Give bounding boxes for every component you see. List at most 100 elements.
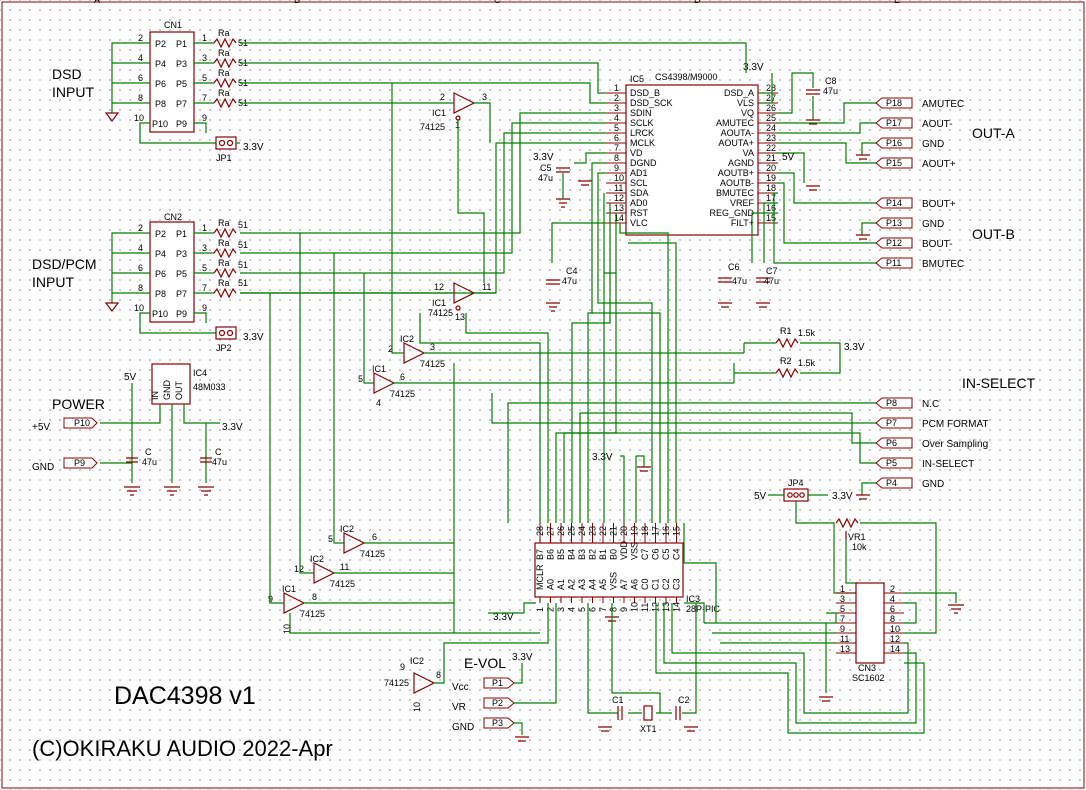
ic5-pin-number: 21 bbox=[766, 153, 776, 163]
ground-symbol bbox=[856, 154, 870, 160]
port-p16-name: GND bbox=[922, 139, 944, 150]
cn2-pin-label: P9 bbox=[176, 309, 187, 319]
cn1-pin-number: 8 bbox=[138, 93, 143, 103]
cn2-pin-label: P7 bbox=[176, 289, 187, 299]
ic3-pin-number: 14 bbox=[672, 602, 682, 612]
power-label: POWER bbox=[52, 396, 105, 412]
ic5-pin-number: 10 bbox=[614, 173, 624, 183]
vr1-ref: VR1 bbox=[848, 532, 866, 542]
r1-value: 1.5k bbox=[798, 328, 816, 338]
ic5-pin-number: 23 bbox=[766, 133, 776, 143]
ic3-pin-name: B2 bbox=[588, 549, 598, 560]
net-5v: 5V bbox=[782, 152, 795, 163]
ic3-pin-name: B6 bbox=[546, 549, 556, 560]
cn3-pin-number: 7 bbox=[840, 614, 845, 624]
vr1-potentiometer bbox=[835, 517, 859, 529]
cn3-pin-number: 2 bbox=[890, 584, 895, 594]
ground-symbol bbox=[806, 185, 820, 191]
cn2-pin-label: P1 bbox=[176, 229, 187, 239]
ic3-pin-name: A5 bbox=[598, 579, 608, 590]
ic3-pin-name: C7 bbox=[640, 548, 650, 560]
port-p4-label: P4 bbox=[886, 478, 897, 488]
ic-pin-number: 5 bbox=[328, 534, 333, 544]
r2-ref: R2 bbox=[780, 356, 792, 366]
port-p6-shape bbox=[875, 437, 913, 449]
port-p8-name: N.C bbox=[922, 399, 939, 410]
cn2-p9-wire bbox=[139, 312, 220, 334]
cn2-ref: CN2 bbox=[164, 212, 182, 222]
col-mark-a: A bbox=[94, 0, 100, 5]
ground-symbol bbox=[104, 302, 120, 312]
ground-symbol bbox=[556, 198, 570, 208]
ic3-pin-number: 26 bbox=[556, 526, 566, 536]
ic3-pins: 28B7MCLR127B6A0226B5A1325B4A2424B3A3523B… bbox=[535, 523, 682, 612]
ic3-pin-number: 11 bbox=[640, 603, 650, 612]
ground-symbol bbox=[718, 302, 732, 308]
ic-pin-number: 12 bbox=[294, 564, 304, 574]
ic3-pin-name: C4 bbox=[672, 548, 682, 560]
ic5-pin-number: 3 bbox=[614, 103, 619, 113]
ic5-vlc-wire bbox=[551, 173, 606, 263]
ic3-right-wires bbox=[683, 523, 717, 623]
ic3-pin-name: A3 bbox=[577, 579, 587, 590]
c7-value: 47u bbox=[764, 276, 779, 286]
ic2-part: 74125 bbox=[330, 579, 355, 589]
r1-ref: R1 bbox=[780, 326, 792, 336]
cn2-connector: CN2 P2 P4 P6 P8 P10 P1 P3 P5 P7 P9 2 4 6… bbox=[134, 212, 207, 323]
ic-pin-number: 4 bbox=[376, 398, 381, 408]
ic5-pin-number: 4 bbox=[614, 113, 619, 123]
cn2-pin-number: 4 bbox=[138, 243, 143, 253]
ic3-pin-name: B7 bbox=[535, 549, 545, 560]
jp1-ref: JP1 bbox=[216, 153, 232, 163]
cn1-pin-number: 6 bbox=[138, 73, 143, 83]
port-p13-shape bbox=[875, 217, 913, 229]
cn2-pin-number: 7 bbox=[202, 283, 207, 293]
ic3-pin-name: C6 bbox=[651, 548, 661, 560]
pullup-wires bbox=[734, 342, 841, 374]
ic2-ref: IC2 bbox=[400, 334, 414, 344]
cn1-pin-label: P7 bbox=[176, 99, 187, 109]
ic3-pin-name: C0 bbox=[640, 578, 650, 590]
cn2-pin-number: 6 bbox=[138, 263, 143, 273]
ic3-pin-number: 25 bbox=[567, 526, 577, 536]
ic1-ref: IC1 bbox=[282, 584, 296, 594]
ic5-pin-name: AMUTEC bbox=[716, 118, 755, 128]
cn1-p9-wire bbox=[194, 122, 207, 133]
ic5-vls-wire bbox=[758, 73, 773, 104]
ra-ref: Ra bbox=[218, 88, 230, 98]
ic3-pin-name: A1 bbox=[556, 579, 566, 590]
ic3-pin-number: 16 bbox=[661, 526, 671, 536]
ground-symbol bbox=[806, 119, 820, 125]
dsd-input-label-1: DSD bbox=[52, 66, 82, 82]
ic5-pin-number: 14 bbox=[614, 213, 624, 223]
port-p16-shape bbox=[875, 137, 913, 149]
ic5-pin-number: 8 bbox=[614, 153, 619, 163]
ic3-ref: IC3 bbox=[686, 594, 700, 604]
cn3-pin-number: 13 bbox=[840, 644, 850, 654]
ground-symbol bbox=[856, 234, 870, 240]
cn3-lcd-connector: CN3 SC1602 bbox=[852, 582, 885, 683]
cn3-data-wires bbox=[655, 603, 925, 734]
ic5-body bbox=[625, 84, 759, 236]
capacitor-symbol bbox=[546, 279, 560, 285]
ic3-pin-number: 4 bbox=[567, 607, 577, 612]
col-mark-e: E bbox=[894, 0, 900, 5]
port-p18-name: AMUTEC bbox=[922, 99, 964, 110]
cn3-pin-number: 9 bbox=[840, 624, 845, 634]
cn3-part: SC1602 bbox=[852, 673, 885, 683]
net-vcc: Vcc bbox=[452, 682, 469, 693]
c6-ref: C6 bbox=[728, 262, 740, 272]
mclr-wire bbox=[488, 602, 536, 614]
port-p17-label: P17 bbox=[886, 118, 902, 128]
col-mark-b: B bbox=[294, 0, 300, 5]
ic3-pin-number: 15 bbox=[672, 526, 682, 536]
net-plus5v: +5V bbox=[32, 422, 50, 433]
e-vol-wires bbox=[514, 603, 557, 735]
ic-pin-number: 2 bbox=[440, 92, 445, 102]
ground-symbol bbox=[637, 466, 651, 472]
ic3-body bbox=[534, 542, 684, 598]
